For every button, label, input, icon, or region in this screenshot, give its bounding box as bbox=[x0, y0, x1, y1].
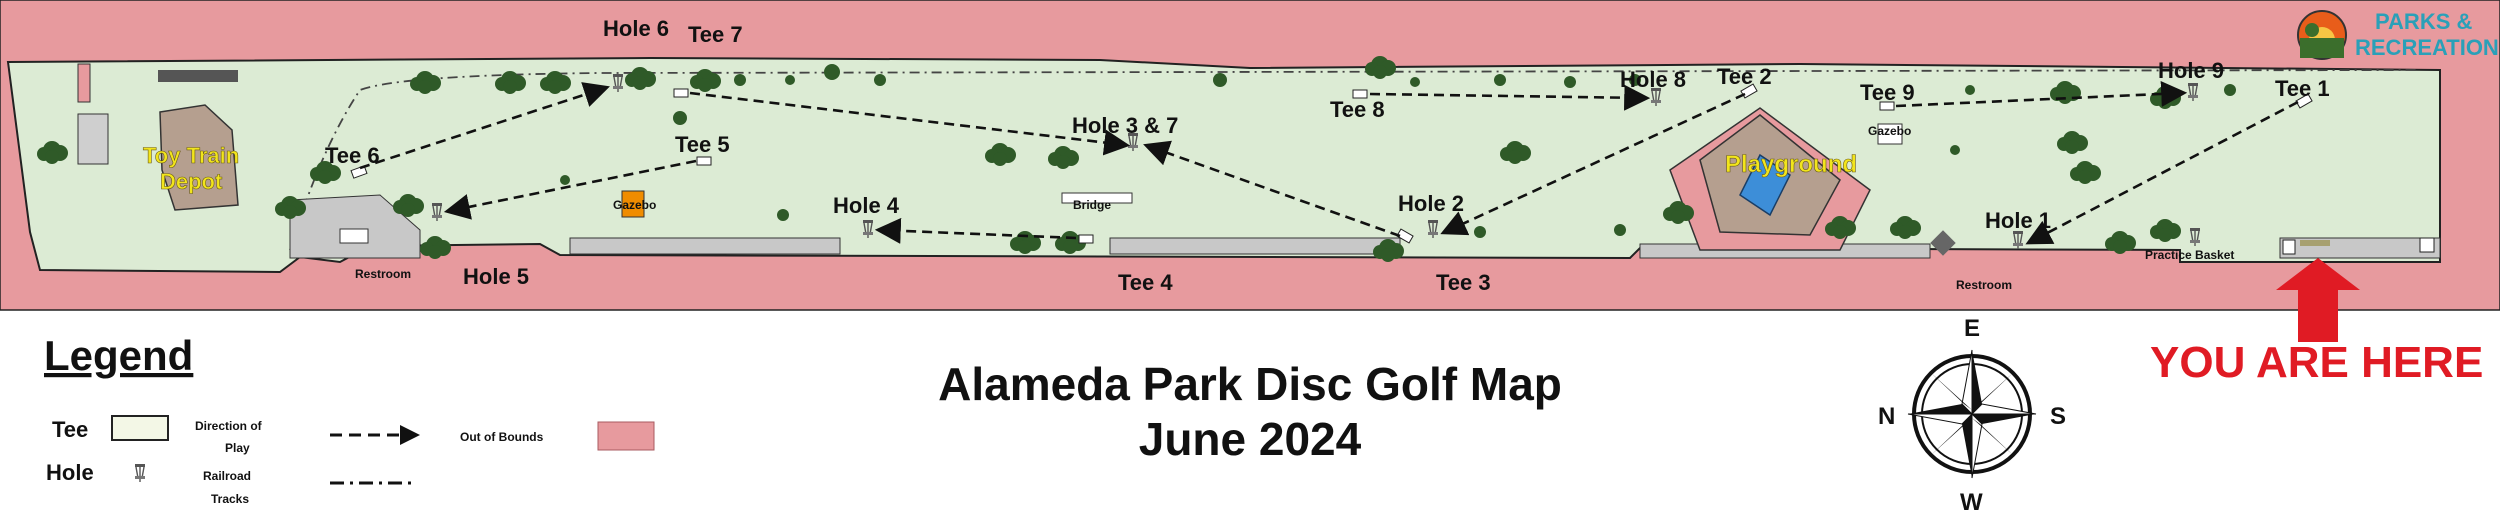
gazebo-right bbox=[1877, 123, 1903, 145]
legend-direction-arrow bbox=[400, 425, 420, 445]
legend-direction-line1: Direction of bbox=[195, 419, 263, 433]
toy-train-depot-label-line2: Depot bbox=[160, 169, 223, 194]
playground-label: Playground bbox=[1725, 151, 1857, 178]
compass-e-label: E bbox=[1964, 315, 1980, 342]
path-segment-2 bbox=[1109, 237, 1401, 255]
hole-3-7-label: Hole 3 & 7 bbox=[1072, 113, 1178, 138]
gazebo-left bbox=[621, 190, 645, 218]
building-left-top bbox=[158, 70, 238, 82]
toy-train-depot-label-line1: Toy Train bbox=[143, 143, 239, 168]
hole-6-label: Hole 6 bbox=[603, 16, 669, 41]
legend-direction-line2: Play bbox=[225, 441, 250, 455]
you-are-here-label: YOU ARE HERE bbox=[2150, 338, 2483, 387]
bridge-label: Bridge bbox=[1073, 198, 1111, 212]
legend: Legend Tee Hole Direction of Play Railro… bbox=[44, 332, 655, 506]
restroom-left-label: Restroom bbox=[355, 267, 411, 281]
tee-2-label: Tee 2 bbox=[1717, 64, 1772, 89]
hole-2-label: Hole 2 bbox=[1398, 191, 1464, 216]
tee-4-box bbox=[1078, 234, 1094, 244]
gazebo-left-label: Gazebo bbox=[613, 198, 656, 212]
tee-9-label: Tee 9 bbox=[1860, 80, 1915, 105]
hole-1-label: Hole 1 bbox=[1985, 208, 2051, 233]
compass-s-label: S bbox=[2050, 403, 2066, 430]
practice-tee-left bbox=[2282, 239, 2296, 255]
practice-tee-right bbox=[2419, 237, 2435, 253]
playground-structure bbox=[1739, 153, 1791, 217]
gazebo-right-label: Gazebo bbox=[1868, 124, 1911, 138]
bridge-structure bbox=[1061, 192, 1133, 204]
sun-tree-logo bbox=[2297, 10, 2347, 60]
tee-8-box bbox=[1352, 89, 1368, 99]
compass-n-label: N bbox=[1878, 403, 1895, 430]
building-left-shed bbox=[77, 113, 109, 165]
tee-9-box bbox=[1879, 101, 1895, 111]
compass-w-label: W bbox=[1960, 489, 1983, 516]
building-left-small bbox=[77, 63, 91, 103]
tee-1-label: Tee 1 bbox=[2275, 76, 2330, 101]
legend-hole-label: Hole bbox=[46, 460, 94, 485]
legend-oob-label: Out of Bounds bbox=[460, 430, 544, 444]
tee-3-box bbox=[1396, 228, 1414, 244]
railroad-track bbox=[289, 69, 2421, 251]
legend-tee-swatch bbox=[111, 415, 169, 441]
tee-4-label: Tee 4 bbox=[1118, 270, 1173, 295]
tee-boxes bbox=[350, 83, 2435, 255]
path-area-left bbox=[289, 194, 421, 259]
hole-9-label: Hole 9 bbox=[2158, 58, 2224, 83]
hole-8-label: Hole 8 bbox=[1620, 67, 1686, 92]
up-arrow-icon bbox=[2276, 258, 2360, 342]
path-segment-1 bbox=[569, 237, 841, 255]
direction-of-play-lines bbox=[359, 80, 2299, 245]
logo-text-line2: RECREATION bbox=[2355, 35, 2499, 60]
tee-8-label: Tee 8 bbox=[1330, 97, 1385, 122]
trees bbox=[37, 56, 2236, 262]
legend-basket-icon bbox=[134, 463, 146, 483]
toy-train-depot-building bbox=[159, 104, 239, 211]
restroom-right-label: Restroom bbox=[1956, 278, 2012, 292]
practice-basket-label: Practice Basket bbox=[2145, 248, 2234, 262]
tee-1-box bbox=[2295, 93, 2313, 109]
legend-railroad-line1: Railroad bbox=[203, 469, 251, 483]
tee-6-box bbox=[350, 165, 368, 179]
tee-3-label: Tee 3 bbox=[1436, 270, 1491, 295]
legend-title: Legend bbox=[44, 332, 193, 379]
you-are-here-pad bbox=[2300, 240, 2330, 246]
tee-7-label: Tee 7 bbox=[688, 22, 743, 47]
restroom-left-building bbox=[339, 228, 369, 244]
tee-7-box bbox=[673, 88, 689, 98]
page-subtitle: June 2024 bbox=[1139, 413, 1362, 465]
legend-railroad-line2: Tracks bbox=[211, 492, 249, 506]
hole-5-label: Hole 5 bbox=[463, 264, 529, 289]
page-title: Alameda Park Disc Golf Map bbox=[938, 358, 1562, 410]
tee-5-box bbox=[696, 156, 712, 166]
tee-5-label: Tee 5 bbox=[675, 132, 730, 157]
hole-4-label: Hole 4 bbox=[833, 193, 900, 218]
legend-oob-swatch bbox=[597, 421, 655, 451]
compass-rose bbox=[1907, 349, 2037, 479]
tee-6-label: Tee 6 bbox=[325, 143, 380, 168]
logo-text-line1: PARKS & bbox=[2375, 9, 2472, 34]
legend-tee-label: Tee bbox=[52, 417, 88, 442]
